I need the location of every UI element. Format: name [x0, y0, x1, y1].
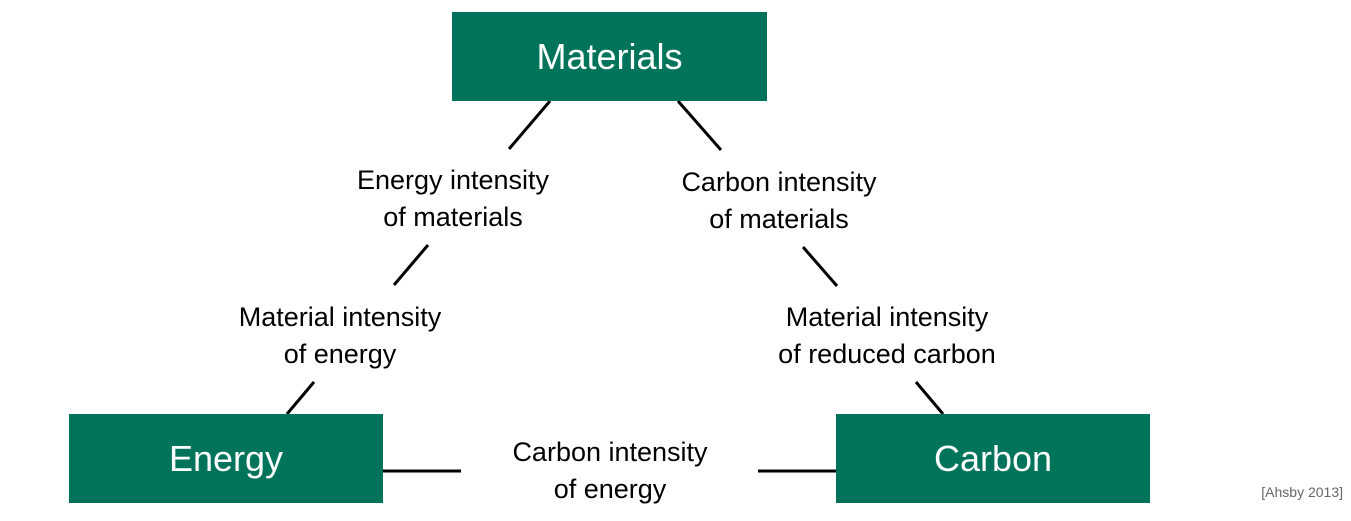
label-line-1: Material intensity	[238, 302, 442, 332]
label-line-2: of energy	[283, 339, 397, 369]
label-line-2: of energy	[553, 474, 667, 504]
label-line-1: Energy intensity	[356, 165, 550, 195]
label-line-1: Carbon intensity	[681, 167, 877, 197]
label-line-2: of materials	[709, 204, 849, 234]
label-line-2: of reduced carbon	[778, 339, 996, 369]
label-line-1: Carbon intensity	[512, 437, 708, 467]
label-energy-intensity-of-materials: Energy intensity of materials	[323, 162, 583, 236]
connector-carbon-upper	[914, 381, 945, 415]
connector-materials-left-middle	[392, 244, 430, 286]
source-credit: [Ahsby 2013]	[1261, 484, 1343, 500]
label-material-intensity-of-reduced-carbon: Material intensity of reduced carbon	[747, 299, 1027, 373]
connector-materials-left-upper	[507, 100, 552, 150]
label-carbon-intensity-of-materials: Carbon intensity of materials	[649, 164, 909, 238]
label-line-2: of materials	[383, 202, 523, 232]
connector-energy-upper	[285, 381, 316, 415]
label-material-intensity-of-energy: Material intensity of energy	[210, 299, 470, 373]
node-materials: Materials	[452, 12, 767, 101]
label-carbon-intensity-of-energy: Carbon intensity of energy	[480, 434, 740, 508]
label-line-1: Material intensity	[785, 302, 989, 332]
node-carbon: Carbon	[836, 414, 1150, 503]
node-energy: Energy	[69, 414, 383, 503]
connector-materials-right-upper	[676, 100, 723, 151]
connector-materials-right-middle	[801, 246, 839, 287]
